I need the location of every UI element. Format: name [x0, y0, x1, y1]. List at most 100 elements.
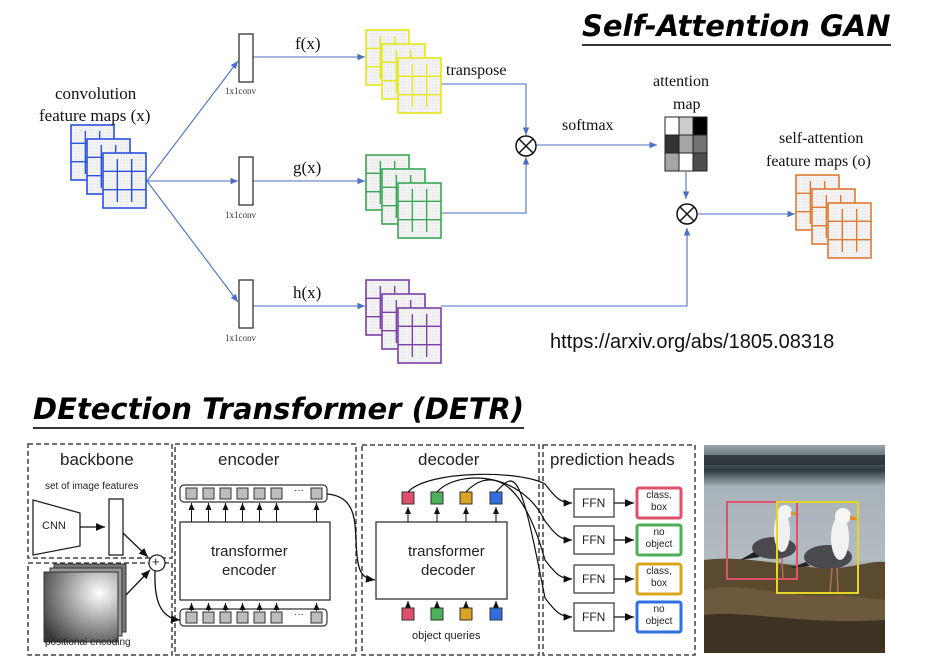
posenc-panel: [27, 562, 173, 656]
encoder-block-line2: encoder: [222, 562, 277, 579]
encoder-input-token: [185, 611, 198, 624]
encoder-panel: [174, 443, 357, 656]
query-to-ffn-curve: [436, 477, 573, 544]
object-queries-label: object queries: [412, 630, 481, 642]
prediction-output-box: [635, 600, 683, 634]
ffn-label: FFN: [582, 610, 606, 624]
arrow-to-conv-f: [146, 60, 239, 182]
query-to-ffn-curve: [407, 473, 573, 507]
encoder-output-token: [219, 487, 232, 500]
detr-title: DEtection Transformer (DETR): [33, 395, 525, 429]
backbone-heading: backbone: [60, 450, 134, 469]
encoder-input-token: [202, 611, 215, 624]
transformer-decoder-block: [375, 521, 508, 600]
output-feature-maps: [795, 174, 872, 259]
conv-h-block: [238, 279, 254, 329]
encoder-output-token: [236, 487, 249, 500]
encoder-output-token: [270, 487, 283, 500]
decoder-output-embedding: [489, 491, 503, 505]
input-feature-maps: [70, 124, 147, 209]
conv-label-f: 1x1conv: [225, 86, 256, 96]
decoder-panel: [361, 444, 540, 656]
plus-symbol: +: [152, 554, 160, 569]
encoder-input-token: [219, 611, 232, 624]
branch-label-f: f(x): [295, 34, 321, 53]
ffn-block: [573, 602, 615, 632]
prediction-output-label: class,box: [646, 490, 672, 513]
attention-label-line1: attention: [653, 73, 709, 90]
g-line: [441, 157, 530, 214]
seagull-photo: [704, 445, 885, 653]
ffn-label: FFN: [582, 496, 606, 510]
object-query: [401, 607, 415, 621]
detection-box-yellow: [776, 501, 859, 594]
conv-f-block: [238, 33, 254, 83]
conv-label-g: 1x1conv: [225, 210, 256, 220]
image-features-block: [108, 498, 124, 556]
transformer-encoder-block: [179, 521, 331, 601]
query-to-ffn-curve: [495, 480, 573, 621]
branch-label-h: h(x): [293, 283, 322, 302]
matmul-node-1: [515, 135, 537, 157]
decoder-block-line2: decoder: [421, 562, 476, 579]
prediction-output-box: [635, 562, 683, 596]
transpose-label: transpose: [446, 62, 507, 79]
conv-label-h: 1x1conv: [225, 333, 256, 343]
encoder-input-token: [270, 611, 283, 624]
matmul-node-2: [676, 203, 698, 225]
arrow-to-conv-h: [146, 180, 239, 303]
ffn-label: FFN: [582, 572, 606, 586]
input-label-line1: convolution: [55, 84, 137, 103]
backbone-panel: [27, 443, 173, 559]
encoder-bottom-ellipsis: ···: [294, 609, 304, 620]
sagan-title: Self-Attention GAN: [582, 12, 891, 46]
positional-encoding-image: [43, 571, 119, 643]
output-label-line2: feature maps (o): [766, 153, 871, 170]
decoder-heading: decoder: [418, 450, 480, 469]
attention-map-grid: [664, 116, 708, 172]
object-query: [489, 607, 503, 621]
decoder-block-line1: transformer: [408, 543, 485, 560]
encoder-heading: encoder: [218, 450, 280, 469]
g-feature-maps: [365, 154, 442, 239]
decoder-output-embedding: [430, 491, 444, 505]
encoder-top-ellipsis: ···: [294, 485, 304, 496]
arxiv-url[interactable]: https://arxiv.org/abs/1805.08318: [550, 331, 835, 353]
positional-encoding-label: positional encoding: [45, 637, 131, 648]
prediction-heads-heading: prediction heads: [550, 450, 675, 469]
attention-label-line2: map: [673, 96, 701, 113]
branch-label-g: g(x): [293, 158, 322, 177]
prediction-output-label: class,box: [646, 566, 672, 589]
transpose-line: [441, 83, 530, 135]
conv-g-block: [238, 156, 254, 206]
softmax-label: softmax: [562, 117, 614, 134]
encoder-input-token: [310, 611, 323, 624]
image-features-label: set of image features: [45, 481, 139, 492]
decoder-output-embedding: [401, 491, 415, 505]
encoder-output-token: [310, 487, 323, 500]
encoder-output-token: [185, 487, 198, 500]
h-feature-maps: [365, 279, 442, 364]
input-label-line2: feature maps (x): [39, 106, 151, 125]
detection-box-red: [726, 501, 798, 580]
encoder-output-token: [202, 487, 215, 500]
query-to-ffn-curve: [465, 479, 573, 583]
prediction-output-box: [635, 523, 683, 557]
object-query: [459, 607, 473, 621]
object-query: [430, 607, 444, 621]
prediction-output-box: [635, 486, 683, 520]
output-label-line1: self-attention: [779, 130, 864, 147]
attention-cell: [692, 152, 708, 172]
encoder-block-line1: transformer: [211, 543, 288, 560]
encoder-input-token: [236, 611, 249, 624]
cnn-label: CNN: [42, 520, 66, 532]
h-line: [441, 228, 691, 307]
encoder-output-token: [253, 487, 266, 500]
ffn-label: FFN: [582, 533, 606, 547]
decoder-output-embedding: [459, 491, 473, 505]
ffn-block: [573, 488, 615, 518]
plus-node: [148, 554, 166, 572]
encoder-input-token: [253, 611, 266, 624]
